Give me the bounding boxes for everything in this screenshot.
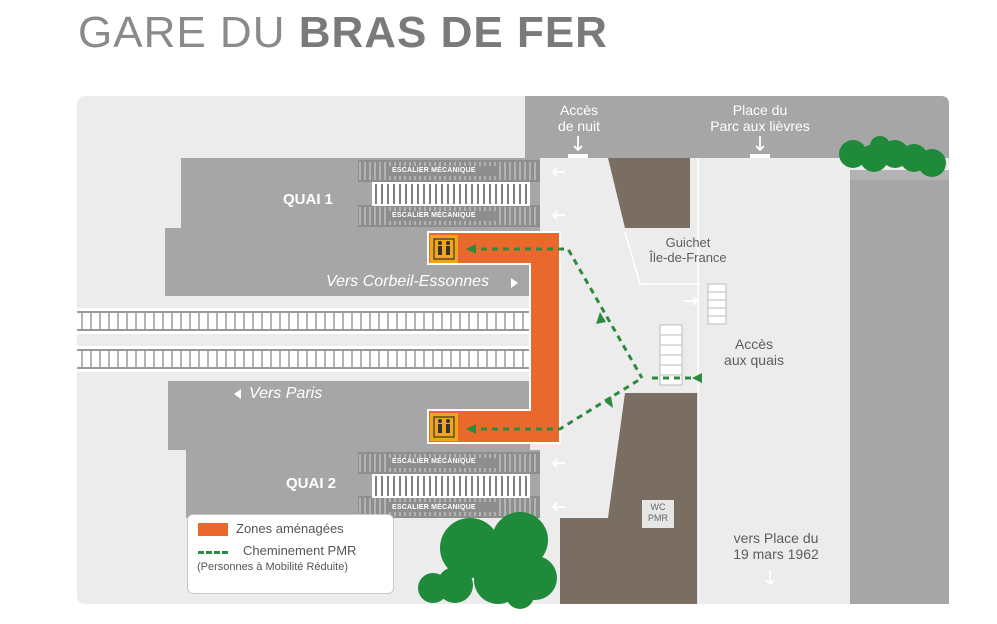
- legend-pmr-detail: (Personnes à Mobilité Réduite): [197, 561, 349, 573]
- arrow-left-icon: [234, 389, 241, 399]
- legend: Zones aménagées Cheminement PMR (Personn…: [187, 514, 394, 594]
- direction-paris: Vers Paris: [249, 385, 323, 402]
- wc-pmr-label: WC PMR: [642, 500, 674, 528]
- legend-pmr-swatch: [198, 551, 228, 554]
- escalator-label: ESCALIER MÉCANIQUE: [392, 167, 476, 174]
- place-parc-label: Place du Parc aux lièvres: [710, 102, 810, 134]
- arrow-left-icon: [692, 373, 702, 383]
- arrow-left-icon: [551, 502, 565, 512]
- tree-icon: [839, 136, 946, 177]
- title-light: GARE DU: [78, 8, 299, 57]
- arrow-down-icon: [755, 136, 765, 152]
- arrow-left-icon: [466, 424, 476, 434]
- elevator-icon: [430, 235, 458, 263]
- arrow-left-icon: [466, 244, 476, 254]
- building-guichet: [608, 158, 690, 228]
- arrow-right-icon: [511, 278, 518, 288]
- arrow-left-icon: [551, 210, 565, 220]
- quai-1-label: QUAI 1: [283, 191, 334, 208]
- legend-zones-label: Zones aménagées: [236, 521, 344, 536]
- building-lower: [560, 393, 698, 604]
- escalator-label: ESCALIER MÉCANIQUE: [392, 504, 476, 511]
- quai-2-label: QUAI 2: [286, 475, 337, 492]
- escalator-label: ESCALIER MÉCANIQUE: [392, 212, 476, 219]
- arrow-up-icon: [605, 396, 613, 408]
- right-street: [850, 180, 949, 604]
- arrow-left-icon: [551, 167, 565, 177]
- arrow-down-icon: [573, 136, 583, 152]
- arrow-down-icon: [765, 570, 775, 586]
- stairs-acces-quais: [659, 324, 683, 386]
- legend-pmr-label: Cheminement PMR: [243, 543, 357, 558]
- legend-zones-swatch: [198, 523, 228, 536]
- pmr-path: [470, 247, 700, 431]
- acces-nuit-label: Accès de nuit: [557, 102, 601, 134]
- guichet-label: Guichet Île-de-France: [649, 235, 727, 265]
- railway-tracks: [77, 308, 529, 372]
- escalators: [358, 160, 540, 518]
- top-street: [525, 96, 949, 158]
- elevator-icon: [430, 413, 458, 441]
- stairs-guichet: [707, 283, 727, 325]
- acces-quais-label: Accès aux quais: [724, 336, 784, 368]
- stairs: [372, 474, 530, 498]
- escalator-label: ESCALIER MÉCANIQUE: [392, 458, 476, 465]
- arrow-right-icon: [684, 296, 699, 306]
- stairs: [372, 182, 530, 206]
- direction-corbeil: Vers Corbeil-Essonnes: [326, 273, 490, 290]
- arrow-up-icon: [596, 312, 606, 324]
- title-bold: BRAS DE FER: [298, 8, 608, 57]
- place-19-mars-label: vers Place du 19 mars 1962: [733, 530, 819, 562]
- tree-icon: [418, 512, 557, 609]
- arrow-left-icon: [551, 458, 565, 468]
- page-title: GARE DU BRAS DE FER: [78, 8, 608, 58]
